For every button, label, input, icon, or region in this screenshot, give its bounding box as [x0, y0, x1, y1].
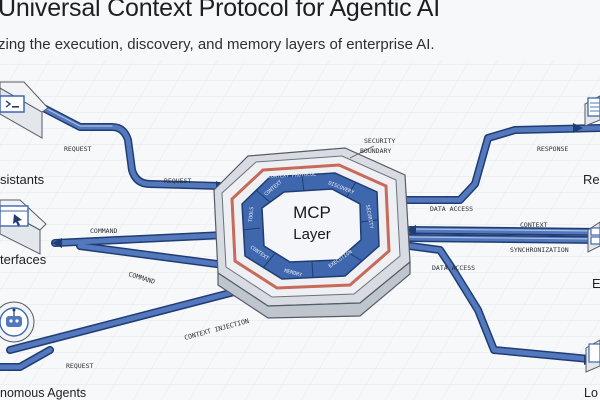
- security-boundary-leader: [349, 145, 375, 159]
- arrow-command-out: [52, 238, 62, 248]
- right-node-enterprise: [587, 221, 600, 253]
- left-node-assistants: [0, 81, 49, 139]
- page-title: Universal Context Protocol for Agentic A…: [0, 0, 441, 22]
- mouse-cursor-glyph: [13, 214, 22, 226]
- right-node-logs: [585, 339, 600, 373]
- ring-label-memory: MEMORY: [283, 268, 302, 278]
- security-boundary-label-line2: BOUNDARY: [360, 147, 391, 155]
- core-title-line1: MCP: [293, 203, 331, 222]
- label-data-access-top: DATA ACCESS: [430, 205, 473, 213]
- right-node-label-rela: Rela: [583, 172, 600, 187]
- core-ring-dividers: [242, 174, 379, 279]
- right-node-relational: [584, 95, 600, 127]
- core-title-line2: Layer: [293, 226, 331, 243]
- ring-label-security: SECURITY: [364, 204, 374, 229]
- page-subtitle: zing the execution, discovery, and memor…: [0, 36, 435, 53]
- label-request-core: REQUEST: [164, 177, 191, 185]
- right-node-label-e: E: [592, 276, 600, 291]
- label-data-access-bottom: DATA ACCESS: [432, 264, 475, 272]
- arrow-response-out: [573, 123, 583, 133]
- security-boundary-ring: [230, 163, 391, 290]
- robot-head-glyph: [6, 316, 22, 327]
- left-node-label-autonomous-agents: nomous Agents: [0, 386, 86, 400]
- arrow-context-in: [406, 225, 416, 235]
- core-base-side: [217, 260, 411, 319]
- flow-pipes: [0, 97, 600, 371]
- left-node-label-assistants: sistants: [0, 172, 45, 187]
- core-center: [261, 188, 362, 263]
- server-icon: [590, 227, 600, 236]
- left-node-autonomous-agents: [0, 301, 35, 343]
- flow-labels: REQUEST REQUEST COMMAND COMMAND CONTEXT …: [64, 145, 569, 370]
- left-node-label-interfaces: terfaces: [0, 252, 47, 267]
- mcp-core: [213, 147, 411, 319]
- log-icon: [588, 343, 600, 363]
- label-response: RESPONSE: [537, 145, 568, 153]
- terminal-prompt-glyph: [5, 100, 12, 108]
- left-node-interfaces: [0, 199, 47, 255]
- label-request-top: REQUEST: [64, 145, 91, 153]
- label-synchronization: SYNCHRONIZATION: [510, 246, 569, 254]
- security-boundary-label-line1: SECURITY: [364, 137, 395, 145]
- right-node-label-lo: Lo: [584, 386, 598, 400]
- terminal-cursor-glyph: [12, 106, 19, 108]
- label-request-bottom: REQUEST: [66, 362, 93, 370]
- ring-label-context-protocol: CONTEXT PROTOCOL: [268, 171, 316, 180]
- label-command: COMMAND: [90, 227, 117, 235]
- ring-label-tools: TOOLS: [248, 207, 255, 223]
- label-context: CONTEXT: [520, 221, 547, 229]
- terminal-icon: [0, 95, 25, 113]
